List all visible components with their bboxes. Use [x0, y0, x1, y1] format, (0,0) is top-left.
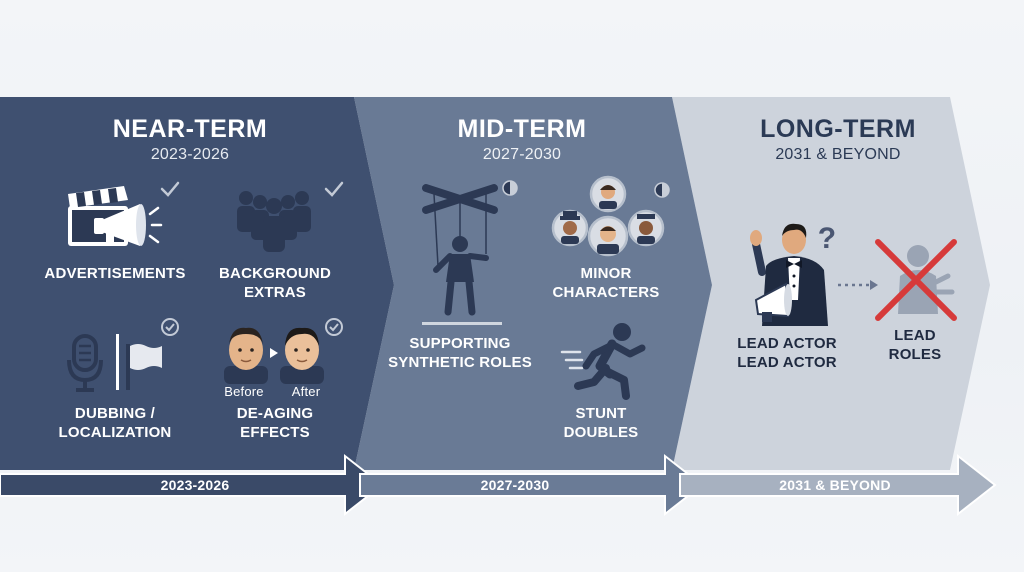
crossed-out-figure-icon: [875, 239, 957, 321]
mid-term-arrow-label: 2027-2030: [480, 477, 550, 493]
near-term-arrow-label: 2023-2026: [160, 477, 230, 493]
marionette-icon: [422, 180, 518, 325]
stunt-doubles-label: STUNT DOUBLES: [563, 405, 639, 441]
de-aging-label: DE-AGING EFFECTS: [236, 405, 314, 441]
advertisements-label: ADVERTISEMENTS: [44, 265, 186, 282]
check-icon: [160, 181, 180, 197]
lead-actor-label: LEAD ACTOR LEAD ACTOR: [737, 335, 837, 371]
mid-term-title: MID-TERM: [457, 115, 587, 143]
near-term-title: NEAR-TERM: [112, 115, 268, 143]
check-circle-icon: [325, 318, 343, 336]
microphone-flag-icon: [67, 334, 162, 392]
minor-characters-label: MINOR CHARACTERS: [552, 265, 660, 301]
long-term-title: LONG-TERM: [760, 115, 916, 143]
check-circle-icon: [161, 318, 179, 336]
face-before-after-icon: [224, 327, 324, 384]
running-figure-icon: [560, 323, 646, 400]
arrow-mid: [359, 453, 704, 517]
arrow-near: [0, 453, 384, 517]
after-label: After: [291, 384, 321, 399]
background-extras-label: BACKGROUND EXTRAS: [219, 265, 331, 301]
question-mark-icon: ?: [817, 222, 837, 255]
lead-roles-label: LEAD ROLES: [888, 327, 942, 363]
arrow-long: [679, 453, 997, 517]
supporting-roles-label: SUPPORTING SYNTHETIC ROLES: [388, 335, 532, 371]
crowd-icon: [237, 191, 311, 252]
check-icon: [324, 181, 344, 197]
tuxedo-actor-icon: [750, 223, 828, 326]
character-faces-icon: [551, 175, 670, 257]
long-term-panel: [672, 97, 990, 470]
before-label: Before: [224, 384, 264, 399]
long-term-years: 2031 & BEYOND: [775, 146, 901, 163]
clapperboard-megaphone-icon: [68, 186, 163, 246]
mid-term-years: 2027-2030: [482, 146, 562, 163]
near-term-years: 2023-2026: [150, 146, 230, 163]
dotted-arrow-icon: [838, 280, 878, 290]
long-term-arrow-label: 2031 & BEYOND: [779, 477, 891, 493]
dubbing-label: DUBBING / LOCALIZATION: [58, 405, 172, 441]
